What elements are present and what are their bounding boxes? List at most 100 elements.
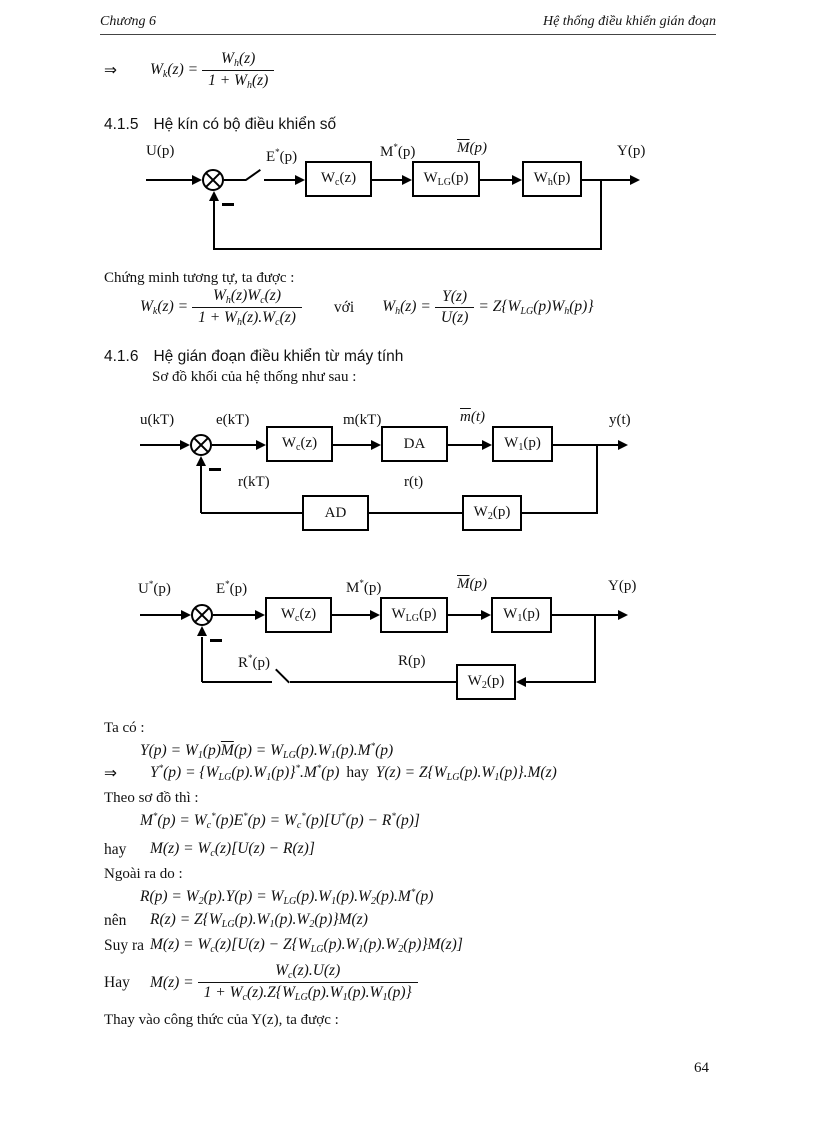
arrowhead (481, 610, 491, 620)
paragraph: Thay vào công thức của Y(z), ta được : (104, 1012, 339, 1028)
arrowhead (516, 677, 526, 687)
block-plant: W1(p) (492, 426, 553, 462)
block-controller: Wc(z) (266, 426, 333, 462)
eq-body: R(z) = Z{WLG(p).W1(p).W2(p)}M(z) (150, 911, 368, 930)
feedback-wire (522, 512, 598, 514)
fraction: Y(z) U(z) (434, 288, 475, 327)
connector-word: hay (104, 840, 127, 858)
eq-body: M(z) = Wc(z)[U(z) − Z{WLG(p).W1(p).W2(p)… (150, 936, 463, 955)
wire (224, 179, 246, 181)
block-label: W1(p) (503, 606, 540, 624)
block-label: WLG(p) (391, 606, 437, 624)
wire (140, 614, 181, 616)
eq-lhs2: Wh(z) = (382, 298, 431, 317)
paragraph: Theo sơ đồ thì : (104, 790, 199, 806)
feedback-wire (596, 445, 598, 513)
signal-label-error: E*(p) (266, 147, 298, 165)
fraction-numerator: Wh(z)Wc(z) (212, 287, 281, 306)
header-chapter: Chương 6 (100, 14, 156, 29)
signal-label-input: u(kT) (140, 412, 175, 428)
arrowhead (402, 175, 412, 185)
signal-label-output: Y(p) (617, 143, 646, 159)
wire (372, 179, 402, 181)
block-ad-converter: AD (302, 495, 369, 531)
fraction-numerator: Wc(z).U(z) (275, 962, 341, 981)
fraction-denominator: 1 + Wh(z).Wc(z) (192, 307, 302, 328)
equation-rp: R(p) = W2(p).Y(p) = WLG(p).W1(p).W2(p).M… (140, 887, 433, 907)
summing-junction (191, 604, 213, 626)
block-label: AD (324, 504, 347, 521)
summing-junction (202, 169, 224, 191)
feedback-wire (213, 201, 215, 250)
page-number: 64 (694, 1060, 709, 1076)
signal-label-error: e(kT) (216, 412, 250, 428)
section-number: 4.1.5 (104, 116, 139, 133)
arrowhead (255, 610, 265, 620)
fraction-numerator: Wh(z) (221, 50, 256, 69)
wire (264, 179, 295, 181)
implies-symbol: ⇒ (104, 764, 117, 782)
minus-sign (209, 468, 221, 471)
sampler-switch (275, 668, 290, 684)
wire (553, 444, 618, 446)
arrowhead (482, 440, 492, 450)
wire (333, 444, 371, 446)
eq-rhs: = Z{WLG(p)Wh(p)} (478, 298, 594, 317)
block-controller: Wc(z) (305, 161, 372, 197)
paragraph: Chứng minh tương tự, ta được : (104, 270, 295, 286)
equation-ystar: ⇒ Y*(p) = {WLG(p).W1(p)}*.M*(p) hay Y(z)… (104, 763, 557, 783)
feedback-wire (594, 615, 596, 682)
wire (146, 179, 192, 181)
equation-mz: hay M(z) = Wc(z)[U(z) − R(z)] (104, 840, 315, 859)
wire (140, 444, 180, 446)
equation-wk-closed: ⇒ Wk(z) = Wh(z) 1 + Wh(z) (104, 50, 278, 91)
eq-body: M(z) = Wc(z)[U(z) − R(z)] (150, 840, 315, 859)
feedback-wire (600, 180, 602, 250)
wire (213, 614, 255, 616)
feedback-wire (290, 681, 456, 683)
arrowhead (512, 175, 522, 185)
signal-label-rt: r(t) (404, 474, 424, 490)
block-label: DA (403, 435, 426, 452)
eq-lhs: M(z) = (150, 973, 194, 991)
block-hold: WLG(p) (380, 597, 448, 633)
running-header: Chương 6 Hệ thống điều khiển gián đoạn (100, 14, 716, 35)
minus-sign (222, 203, 234, 206)
fraction-numerator: Y(z) (442, 288, 468, 305)
eq-body: M*(p) = Wc*(p)E*(p) = Wc*(p)[U*(p) − R*(… (140, 811, 420, 832)
implies-symbol: ⇒ (104, 62, 117, 79)
equation-mstar: M*(p) = Wc*(p)E*(p) = Wc*(p)[U*(p) − R*(… (140, 811, 420, 831)
signal-label-m: m(kT) (343, 412, 382, 428)
block-controller: Wc(z) (265, 597, 332, 633)
signal-label-input: U(p) (146, 143, 175, 159)
block-diagram-computer-control-time: u(kT) e(kT) m(kT) m(t) y(t) r(kT) r(t) W… (100, 408, 716, 550)
paragraph: Ta có : (104, 720, 145, 736)
sampler-switch (245, 169, 261, 181)
feedback-wire (213, 248, 602, 250)
feedback-wire (369, 512, 462, 514)
feedback-wire (202, 681, 272, 683)
feedback-wire (201, 637, 203, 682)
signal-label-mbar: M(p) (457, 140, 487, 156)
block-label: Wc(z) (320, 170, 357, 188)
connector-word: với (333, 298, 355, 316)
block-label: Wc(z) (281, 435, 318, 453)
connector-word: Hay (104, 973, 130, 991)
feedback-wire (526, 681, 596, 683)
arrowhead (192, 175, 202, 185)
block-label: Wc(z) (280, 606, 317, 624)
fraction-denominator: 1 + Wh(z) (202, 70, 275, 91)
block-diagram-digital-controller: U(p) E*(p) M*(p) M(p) Y(p) Wc(z) WLG(p) … (100, 138, 716, 268)
arrowhead (256, 440, 266, 450)
block-sensor: W2(p) (456, 664, 516, 700)
feedback-wire (200, 466, 202, 513)
signal-label-output: Y(p) (608, 578, 637, 594)
equation-suyra: Suy ra M(z) = Wc(z)[U(z) − Z{WLG(p).W1(p… (104, 936, 463, 955)
wire (480, 179, 512, 181)
block-plant: W1(p) (491, 597, 552, 633)
arrowhead (180, 440, 190, 450)
arrowhead (295, 175, 305, 185)
signal-label-output: y(t) (609, 412, 631, 428)
fraction-denominator: U(z) (434, 307, 475, 327)
